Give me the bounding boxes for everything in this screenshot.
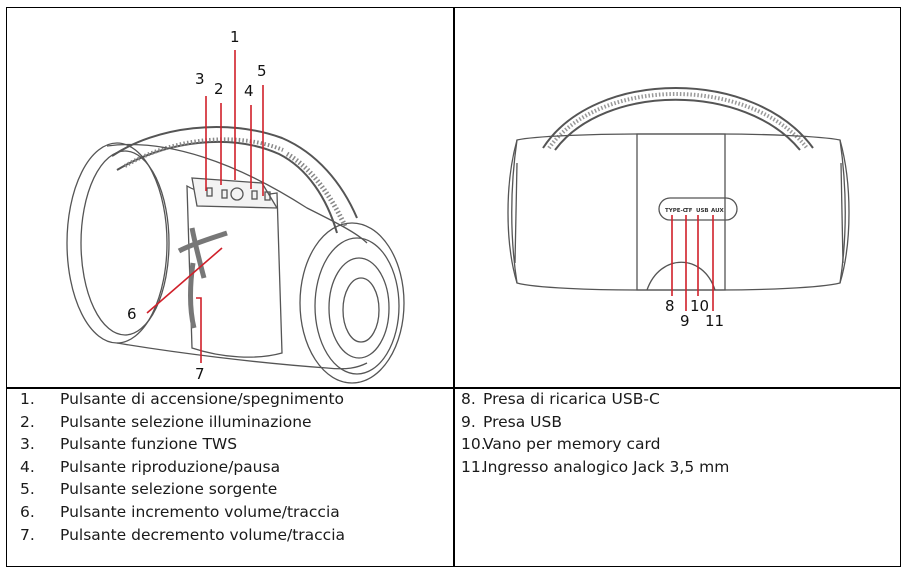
callout-2: 2: [214, 80, 224, 98]
callout-5: 5: [257, 62, 267, 80]
legend-item: 7.Pulsante decremento volume/traccia: [20, 525, 345, 544]
socket-label-aux: AUX: [711, 208, 725, 214]
legend-item: 4.Pulsante riproduzione/pausa: [20, 457, 281, 476]
legend-item: 2.Pulsante selezione illuminazione: [20, 412, 312, 431]
legend-item: 5.Pulsante selezione sorgente: [20, 480, 278, 499]
socket-label-tf: TF: [685, 208, 693, 214]
row-divider: [7, 387, 900, 389]
legend-right: 8.Presa di ricarica USB-C 9.Presa USB 10…: [461, 388, 729, 478]
callout-4: 4: [244, 82, 254, 100]
speaker-back-illustration: TYPE-C TF USB AUX 8 9 10 11: [507, 87, 850, 330]
legend-item: 9.Presa USB: [461, 412, 562, 431]
callout-9: 9: [680, 312, 690, 330]
socket-label-usb: USB: [696, 208, 709, 214]
legend-item: 11.Ingresso analogico Jack 3,5 mm: [461, 457, 730, 476]
legend-item: 1.Pulsante di accensione/spegnimento: [20, 390, 345, 408]
legend-left: 1.Pulsante di accensione/spegnimento 2.P…: [20, 388, 345, 546]
speaker-front-illustration: 1 2 3 4 5 6 7: [66, 28, 405, 384]
callout-10: 10: [690, 297, 709, 315]
socket-label-type-c: TYPE-C: [665, 208, 687, 214]
back-view-panel: TYPE-C TF USB AUX 8 9 10 11: [455, 8, 900, 387]
figure-table: 1 2 3 4 5 6 7: [6, 7, 901, 567]
callout-3: 3: [195, 70, 205, 88]
callout-7: 7: [195, 365, 205, 383]
legend-item: 3.Pulsante funzione TWS: [20, 435, 238, 454]
front-view-panel: 1 2 3 4 5 6 7: [7, 8, 453, 387]
callout-11: 11: [705, 312, 724, 330]
column-divider: [453, 8, 455, 566]
callout-1: 1: [230, 28, 240, 46]
legend-item: 10.Vano per memory card: [461, 435, 661, 454]
callout-6: 6: [127, 305, 137, 323]
legend-item: 6.Pulsante incremento volume/traccia: [20, 502, 340, 521]
legend-item: 8.Presa di ricarica USB-C: [461, 390, 660, 408]
callout-8: 8: [665, 297, 675, 315]
